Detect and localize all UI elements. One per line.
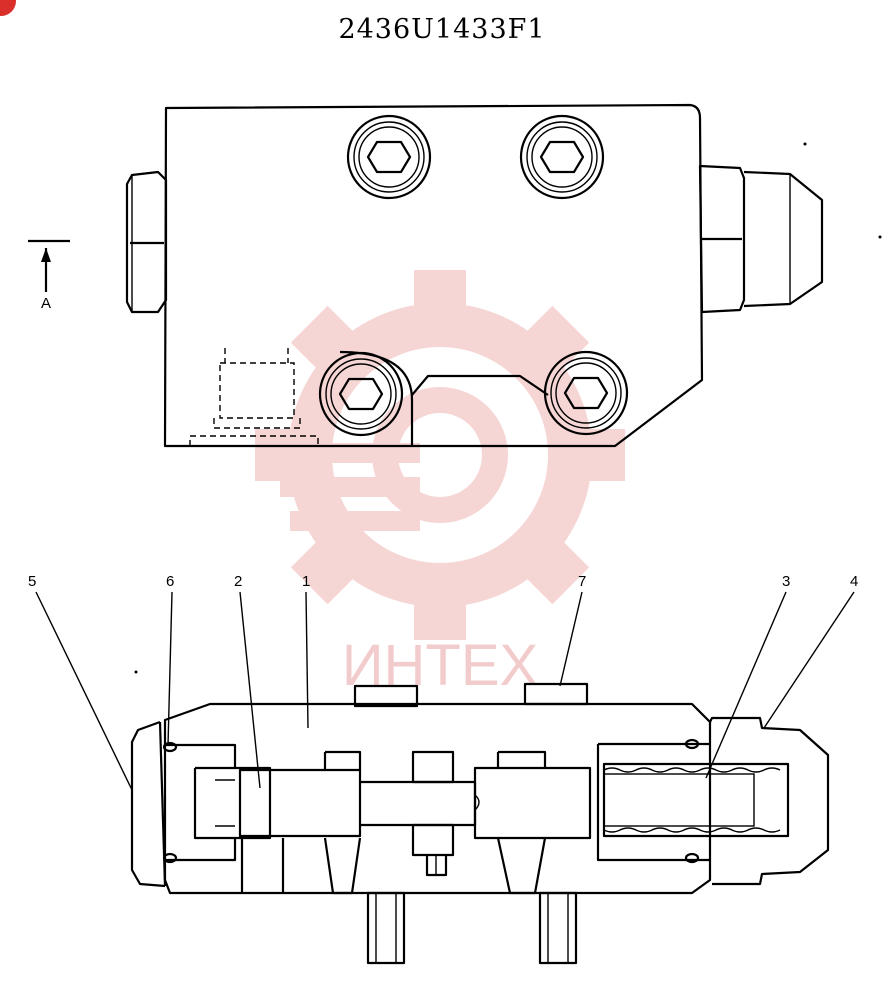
watermark-text: ИНТЕХ [342,633,538,698]
drawing-title: 2436U1433F1 [338,14,546,45]
bolt-top-left-icon [346,114,432,200]
top-view [125,103,824,448]
callout-6: 6 [166,573,174,590]
callouts: 5 6 2 1 7 3 4 [28,573,858,791]
callout-7: 7 [578,573,586,590]
callout-1: 1 [302,573,310,590]
section-marker-label: A [41,295,51,312]
bolt-bottom-right-icon [543,350,629,436]
callout-2: 2 [234,573,242,590]
section-view [130,682,830,965]
section-marker: A [28,239,70,312]
bolt-top-right-icon [519,114,605,200]
bolt-bottom-left-icon [318,351,404,437]
callout-3: 3 [782,573,790,590]
callout-4: 4 [850,573,858,590]
callout-5: 5 [28,573,36,590]
watermark-logo-icon: ИНТЕХ [255,270,625,698]
